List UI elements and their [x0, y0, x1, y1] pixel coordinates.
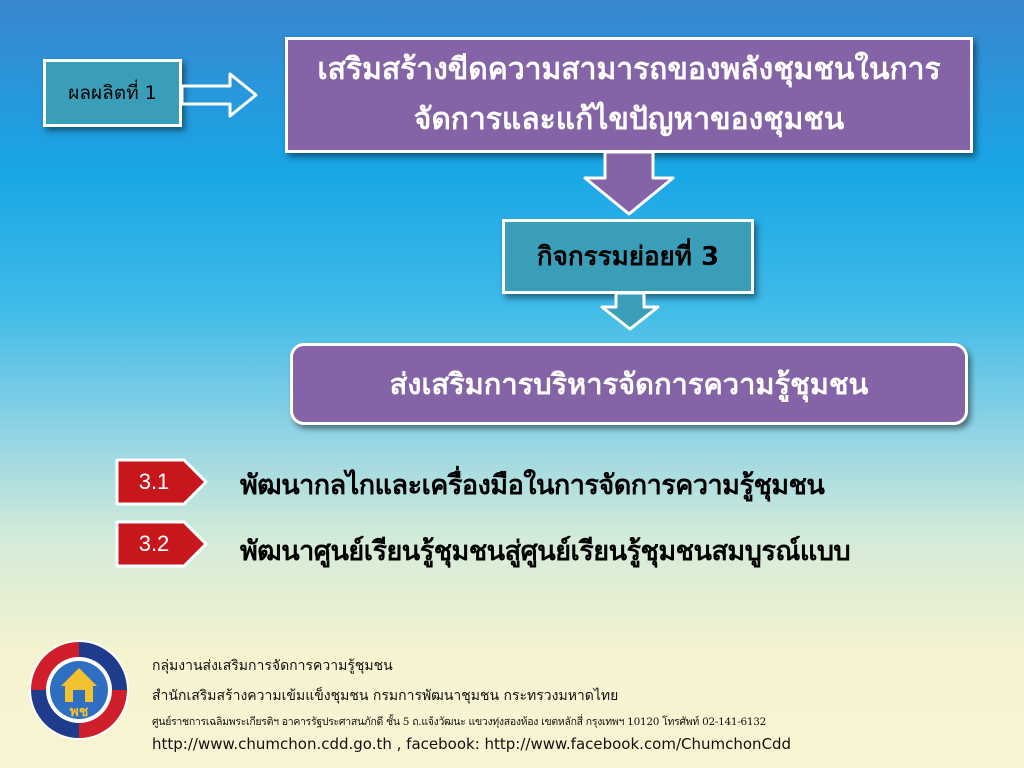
goal-label: ส่งเสริมการบริหารจัดการความรู้ชุมชน — [389, 367, 869, 401]
cdd-logo-icon: พช — [29, 640, 129, 740]
item-number-tag: 3.1 — [115, 458, 208, 506]
activity-label: กิจกรรมย่อยที่ 3 — [536, 242, 720, 272]
main-title-line1: เสริมสร้างขีดความสามารถของพลังชุมชนในการ — [317, 52, 941, 87]
right-arrow-icon — [180, 72, 258, 118]
item-number-tag: 3.2 — [115, 520, 208, 568]
item-number: 3.2 — [139, 531, 170, 556]
footer-links[interactable]: http://www.chumchon.cdd.go.th , facebook… — [152, 735, 792, 753]
down-arrow-icon — [600, 291, 660, 331]
logo-text: พช — [70, 704, 89, 720]
footer-department: กลุ่มงานส่งเสริมการจัดการความรู้ชุมชน — [152, 658, 393, 674]
item-text: พัฒนาศูนย์เรียนรู้ชุมชนสู่ศูนย์เรียนรู้ช… — [240, 536, 851, 567]
goal-box: ส่งเสริมการบริหารจัดการความรู้ชุมชน — [290, 343, 968, 425]
item-text: พัฒนากลไกและเครื่องมือในการจัดการความรู้… — [240, 470, 825, 501]
item-number: 3.1 — [139, 469, 170, 494]
product-label-box: ผลผลิตที่ 1 — [43, 59, 182, 127]
main-title-box: เสริมสร้างขีดความสามารถของพลังชุมชนในการ… — [285, 37, 973, 153]
activity-box: กิจกรรมย่อยที่ 3 — [502, 219, 754, 294]
down-arrow-icon — [583, 150, 675, 216]
footer-office: สำนักเสริมสร้างความเข้มแข็งชุมชน กรมการพ… — [152, 688, 619, 704]
footer-address: ศูนย์ราชการเฉลิมพระเกียรติฯ อาคารรัฐประศ… — [152, 716, 766, 728]
product-label: ผลผลิตที่ 1 — [68, 82, 157, 104]
main-title-line2: จัดการและแก้ไขปัญหาของชุมชน — [413, 102, 845, 137]
